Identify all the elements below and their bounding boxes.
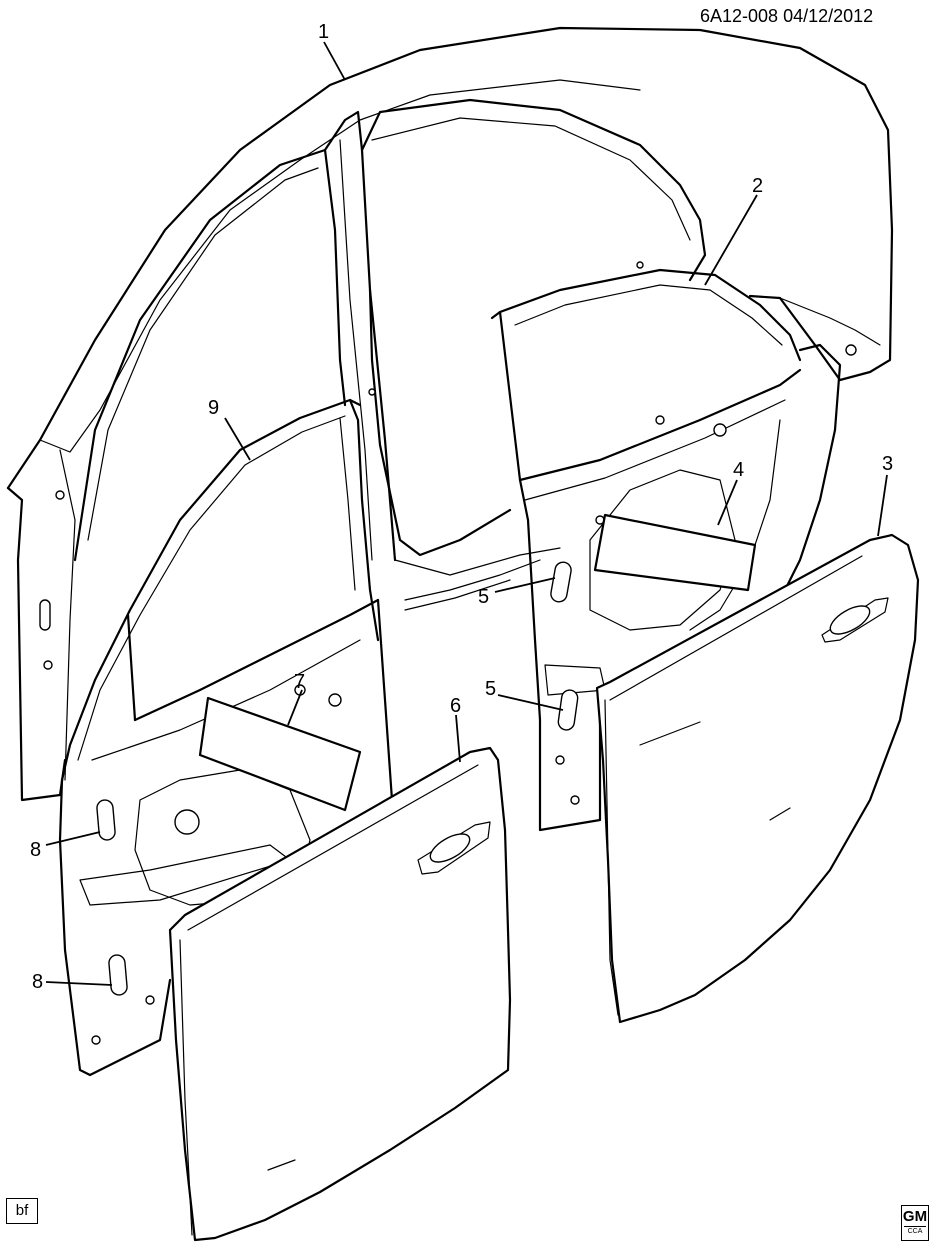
callout-8-lower: 8	[32, 971, 43, 993]
gm-logo: GM CCA	[901, 1205, 929, 1241]
callout-8-upper: 8	[30, 839, 41, 861]
gm-logo-subtext: CCA	[904, 1226, 926, 1237]
callout-6: 6	[450, 695, 461, 717]
rear-door-outer-panel	[595, 533, 920, 1024]
callout-3: 3	[882, 453, 893, 475]
callout-7: 7	[294, 671, 305, 693]
callout-labels: 1 2 3 4 5 5 6 7 8 8 9	[30, 21, 893, 993]
leader-lines	[45, 41, 888, 986]
callout-5-upper: 5	[478, 586, 489, 608]
bf-badge: bf	[6, 1198, 38, 1224]
rear-door-frame	[490, 268, 842, 832]
front-door-frame	[58, 398, 394, 1077]
callout-2: 2	[752, 175, 763, 197]
callout-9: 9	[208, 397, 219, 419]
body-side-frame	[6, 26, 894, 802]
callout-4: 4	[733, 459, 744, 481]
gm-logo-text: GM	[902, 1208, 928, 1225]
callout-1: 1	[318, 21, 329, 43]
callout-5-lower: 5	[485, 678, 496, 700]
diagram-reference-code: 6A12-008 04/12/2012	[700, 6, 874, 26]
front-door-outer-panel	[168, 746, 512, 1242]
